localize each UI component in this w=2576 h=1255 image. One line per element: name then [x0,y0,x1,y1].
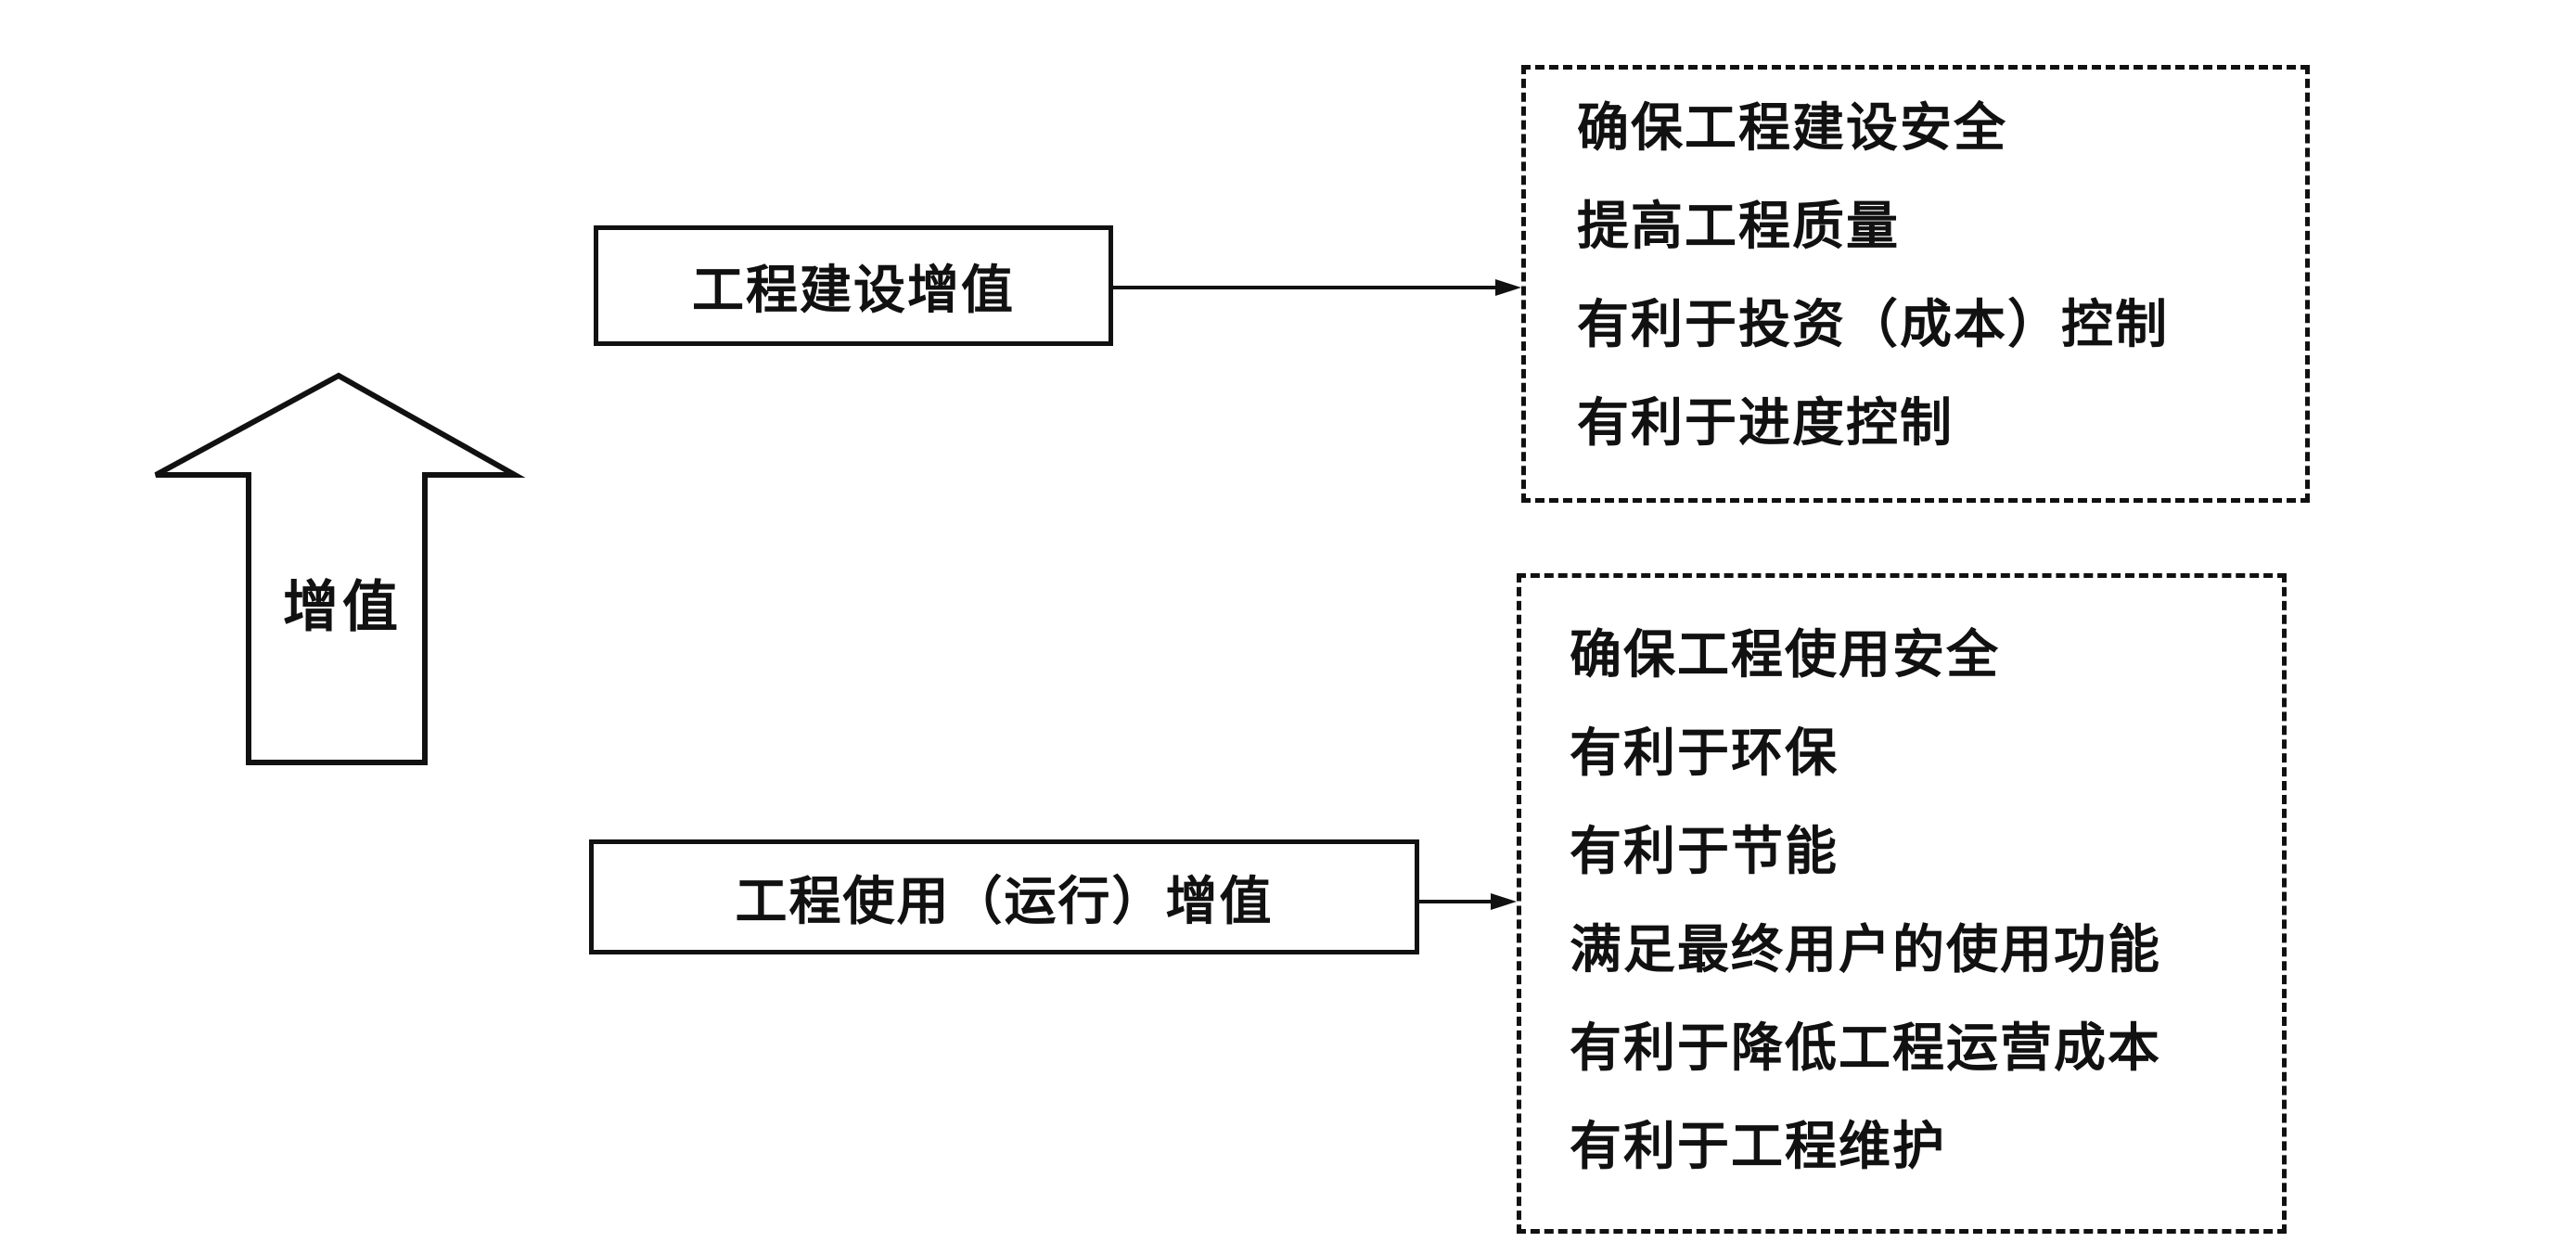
arrow-label: 增值 [283,575,402,640]
list-item: 有利于降低工程运营成本 [1570,1018,2161,1079]
list-item: 有利于节能 [1570,822,1839,882]
list-item: 有利于投资（成本）控制 [1577,295,2169,355]
list-item: 满足最终用户的使用功能 [1570,920,2161,980]
arrowhead-construction-icon [1495,279,1521,296]
operation-value-title: 工程使用（运行）增值 [735,871,1274,932]
operation-benefits-list: 确保工程使用安全 有利于环保 有利于节能 满足最终用户的使用功能 有利于降低工程… [1570,607,2161,1197]
list-item: 确保工程使用安全 [1570,625,2000,685]
construction-value-title: 工程建设增值 [692,260,1015,321]
list-item: 确保工程建设安全 [1577,98,2007,159]
construction-value-box: 工程建设增值 [594,225,1113,346]
list-item: 有利于环保 [1570,724,1839,784]
construction-benefits-box [1521,65,2310,503]
arrowhead-operation-icon [1491,893,1517,910]
list-item: 提高工程质量 [1577,197,1900,257]
operation-benefits-box [1517,573,2287,1234]
list-item: 有利于进度控制 [1577,393,1954,454]
operation-value-box: 工程使用（运行）增值 [589,839,1419,954]
value-up-arrow-icon [154,372,526,765]
construction-benefits-list: 确保工程建设安全 提高工程质量 有利于投资（成本）控制 有利于进度控制 [1577,80,2169,473]
list-item: 有利于工程维护 [1570,1117,1946,1177]
